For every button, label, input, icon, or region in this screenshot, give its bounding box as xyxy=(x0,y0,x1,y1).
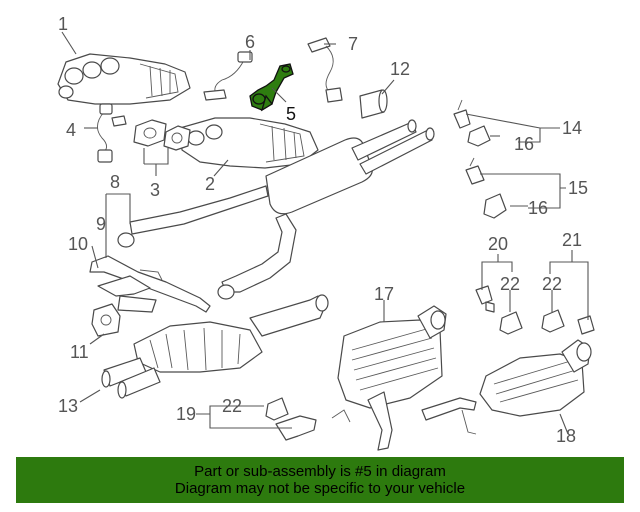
info-banner: Part or sub-assembly is #5 in diagram Di… xyxy=(16,457,624,503)
callout-22-a: 22 xyxy=(500,274,520,294)
leader-lines xyxy=(61,31,589,435)
callout-22-c: 22 xyxy=(222,396,242,416)
callout-6: 6 xyxy=(245,32,255,52)
callout-18: 18 xyxy=(556,426,576,446)
callout-8: 8 xyxy=(110,172,120,192)
callout-19: 19 xyxy=(176,404,196,424)
callout-3: 3 xyxy=(150,180,160,200)
part-2-exhaust-manifold[interactable] xyxy=(179,117,319,169)
part-5-highlighted[interactable] xyxy=(249,63,294,112)
callout-4: 4 xyxy=(66,120,76,140)
callout-20: 20 xyxy=(488,234,508,254)
part-14-hanger[interactable] xyxy=(453,99,491,147)
part-22-insulator[interactable] xyxy=(265,309,565,421)
part-12-rubber-mount[interactable] xyxy=(359,89,388,119)
callout-9: 9 xyxy=(96,214,106,234)
callout-labels: 1 2 3 4 5 6 7 8 9 10 11 12 13 14 15 16 1… xyxy=(58,14,588,446)
callout-15: 15 xyxy=(568,178,588,198)
part-3-gasket[interactable] xyxy=(133,119,191,151)
part-13-catalytic-converter[interactable] xyxy=(101,294,329,399)
part-6-oxygen-sensor[interactable] xyxy=(203,51,253,101)
part-17-rear-muffler[interactable] xyxy=(331,305,447,451)
callout-16-b: 16 xyxy=(528,198,548,218)
part-19-bracket[interactable] xyxy=(275,415,317,441)
callout-10: 10 xyxy=(68,234,88,254)
callout-5: 5 xyxy=(286,104,296,124)
banner-line-1: Part or sub-assembly is #5 in diagram xyxy=(194,463,446,480)
callout-14: 14 xyxy=(562,118,582,138)
callout-13: 13 xyxy=(58,396,78,416)
part-7-oxygen-sensor[interactable] xyxy=(307,37,343,103)
callout-21: 21 xyxy=(562,230,582,250)
callout-1: 1 xyxy=(58,14,68,34)
callout-2: 2 xyxy=(205,174,215,194)
callout-11: 11 xyxy=(70,342,89,362)
part-9-10-bracket[interactable] xyxy=(89,255,211,313)
callout-7: 7 xyxy=(348,34,358,54)
part-18-rear-muffler[interactable] xyxy=(421,339,592,435)
banner-line-2: Diagram may not be specific to your vehi… xyxy=(174,480,466,497)
callout-22-b: 22 xyxy=(542,274,562,294)
part-21-hanger[interactable] xyxy=(577,315,595,335)
callout-12: 12 xyxy=(390,59,410,79)
callout-16-a: 16 xyxy=(514,134,534,154)
part-11-mount[interactable] xyxy=(91,303,121,337)
part-4-oxygen-sensor[interactable] xyxy=(97,103,127,163)
part-15-hanger[interactable] xyxy=(465,157,507,219)
callout-17: 17 xyxy=(374,284,394,304)
part-20-hanger[interactable] xyxy=(475,285,495,313)
part-1-exhaust-manifold[interactable] xyxy=(57,53,191,105)
center-muffler-pipe[interactable] xyxy=(117,119,435,300)
